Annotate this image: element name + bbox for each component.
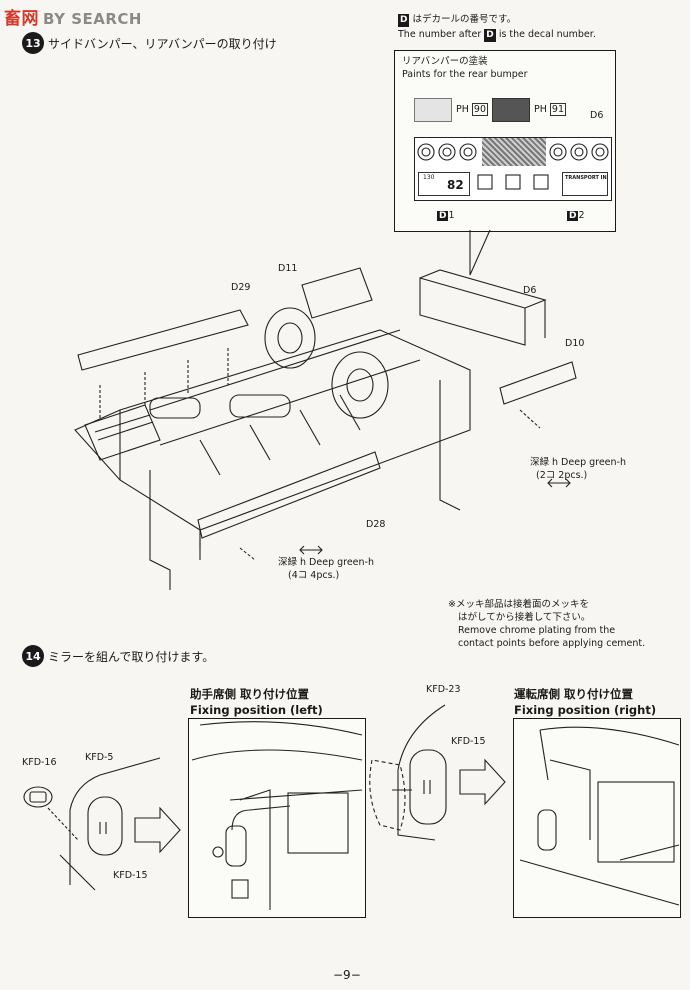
d11-bracket <box>301 267 373 319</box>
left-fixing-jp: 助手席側 取り付け位置 <box>190 687 310 701</box>
paint-note-1-jp: 深緑 h Deep green-h <box>530 457 627 468</box>
part-kfd16: KFD-16 <box>22 757 57 768</box>
watermark-cn: 畜网 <box>4 9 39 29</box>
chrome-note-en1: Remove chrome plating from the <box>458 625 616 636</box>
left-fixing-title: 助手席側 取り付け位置 Fixing position (left) <box>190 686 323 718</box>
arrow-right-2 <box>459 758 506 806</box>
part-d6: D6 <box>523 285 537 296</box>
right-fixing-title: 運転席側 取り付け位置 Fixing position (right) <box>514 686 656 718</box>
license-plate-decal: 130 82 <box>418 172 470 196</box>
decal-note-jp-text: はデカールの番号です。 <box>412 14 517 25</box>
truck-chassis <box>74 329 471 590</box>
direction-arrow-1 <box>547 478 571 488</box>
fuel-tank-2 <box>229 394 291 418</box>
chrome-note-jp1: ※メッキ部品は接着面のメッキを <box>448 599 589 610</box>
decal-note-jp: D はデカールの番号です。 <box>398 13 516 27</box>
chrome-note-en2: contact points before applying cement. <box>458 638 646 649</box>
step-13-badge: 13 <box>22 32 44 54</box>
left-fixing-frame <box>188 718 366 918</box>
paint-note-1-count: (2コ 2pcs.) <box>536 470 588 481</box>
watermark-en: BY SEARCH <box>43 10 142 28</box>
d6-rear-bumper <box>419 277 526 346</box>
part-kfd5: KFD-5 <box>85 752 114 763</box>
left-mirror-assembly <box>23 757 161 891</box>
right-mirror-assembly <box>369 704 447 841</box>
rear-paint-title-jp: リアバンパーの塗装 <box>402 56 488 67</box>
fuel-tank-1 <box>149 397 201 419</box>
arrow-right-1 <box>134 806 181 854</box>
checker-pattern <box>482 138 546 166</box>
paint1-code: 90 <box>471 103 488 116</box>
page-number: −9− <box>333 968 361 982</box>
plate-number: 82 <box>447 178 464 192</box>
decal-square-2 <box>505 174 521 190</box>
part-kfd15-left: KFD-15 <box>113 870 148 881</box>
d29-pins <box>99 348 229 420</box>
part-kfd23: KFD-23 <box>426 684 461 695</box>
d2-letter: D <box>567 211 579 221</box>
part-d10: D10 <box>565 338 585 349</box>
step-13-title: サイドバンパー、リアバンパーの取り付け <box>48 37 277 51</box>
chrome-note: ※メッキ部品は接着面のメッキを はがしてから接着して下さい。 Remove ch… <box>448 598 645 650</box>
d2-number: 2 <box>578 210 585 221</box>
chrome-note-jp2: はがしてから接着して下さい。 <box>458 612 591 623</box>
decal-letter-box-2: D <box>484 29 496 42</box>
direction-arrow-2 <box>299 545 323 555</box>
d1-letter: D <box>437 211 449 221</box>
paint-code-1: PH 90 <box>456 103 488 116</box>
paint-code-2: PH 91 <box>534 103 566 116</box>
paint2-code: 91 <box>549 103 566 116</box>
part-d29: D29 <box>231 282 251 293</box>
d28-bumper <box>197 451 381 539</box>
part-d11: D11 <box>278 263 298 274</box>
paint-swatch-light <box>414 98 452 122</box>
decal-square-1 <box>477 174 493 190</box>
decal-note-en-prefix: The number after <box>398 29 482 40</box>
decal-note-en-suffix: is the decal number. <box>498 29 596 40</box>
paint-swatch-dark <box>492 98 530 122</box>
step-14-badge: 14 <box>22 645 44 667</box>
rear-paint-title-en: Paints for the rear bumper <box>402 69 528 80</box>
decal-square-3 <box>533 174 549 190</box>
paint2-prefix: PH <box>534 104 547 115</box>
part-kfd15-right: KFD-15 <box>451 736 486 747</box>
paint-note-1: 深緑 h Deep green-h (2コ 2pcs.) <box>530 456 626 482</box>
d10-step <box>499 361 577 405</box>
transport-decal: TRANSPORT IN <box>562 172 608 196</box>
paint-note-2-jp: 深緑 h Deep green-h <box>278 557 375 568</box>
paint-note-2: 深緑 h Deep green-h (4コ 4pcs.) <box>278 556 374 582</box>
d29-bumper <box>77 309 249 371</box>
right-fixing-jp: 運転席側 取り付け位置 <box>514 687 634 701</box>
part-d28: D28 <box>366 519 386 530</box>
decal-d6-label: D6 <box>590 110 604 121</box>
decal-circles-left <box>417 143 477 161</box>
d1-number: 1 <box>448 210 455 221</box>
paint-note-2-count: (4コ 4pcs.) <box>288 570 340 581</box>
decal-circles-right <box>549 143 609 161</box>
plate-small-text: 130 <box>423 174 435 181</box>
step-14-title: ミラーを組んで取り付けます。 <box>48 650 215 664</box>
callout-wedge <box>469 229 491 276</box>
right-cab-drawing <box>519 726 680 906</box>
decal-note-en: The number after D is the decal number. <box>398 28 596 42</box>
decal-letter-box: D <box>398 14 410 27</box>
rear-wheels <box>264 307 389 419</box>
right-fixing-en: Fixing position (right) <box>514 703 657 717</box>
transport-text: TRANSPORT IN <box>565 175 607 181</box>
left-fixing-en: Fixing position (left) <box>190 703 323 717</box>
left-cab-drawing <box>191 721 363 910</box>
right-fixing-frame <box>513 718 681 918</box>
paint1-prefix: PH <box>456 104 469 115</box>
